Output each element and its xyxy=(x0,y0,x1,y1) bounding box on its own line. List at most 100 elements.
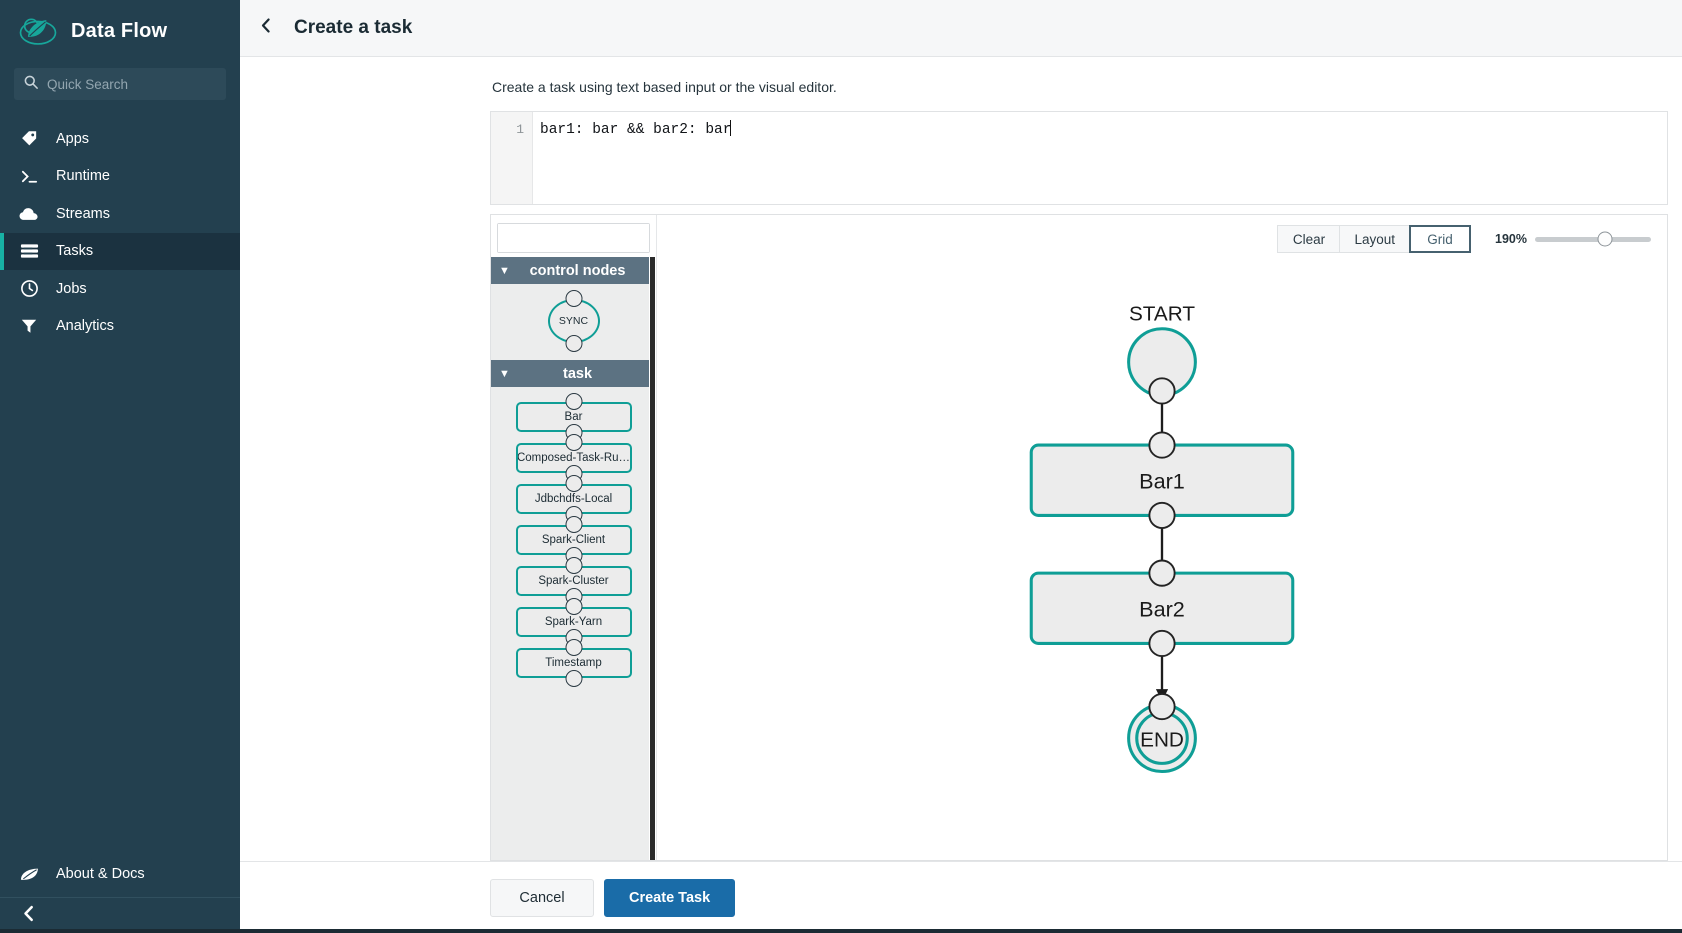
page-intro-text: Create a task using text based input or … xyxy=(492,79,837,95)
text-caret xyxy=(730,120,732,136)
palette-scrollbar[interactable] xyxy=(649,257,656,860)
search-input[interactable] xyxy=(47,76,216,92)
palette-group-body-control-nodes: SYNC xyxy=(491,284,656,360)
palette-group-header-control-nodes[interactable]: ▼ control nodes xyxy=(491,257,656,284)
zoom-slider-thumb[interactable] xyxy=(1597,231,1613,247)
spring-leaf-cloud-icon xyxy=(18,14,58,48)
main-area: Create a task Create a task using text b… xyxy=(240,0,1682,933)
editor-gutter: 1 xyxy=(491,112,533,204)
palette-scrollbar-thumb[interactable] xyxy=(650,257,655,860)
sidebar-item-apps[interactable]: Apps xyxy=(0,120,240,158)
palette-group-label: task xyxy=(562,365,593,382)
editor-text-area[interactable]: bar1: bar && bar2: bar xyxy=(533,112,1667,204)
sidebar-item-runtime[interactable]: Runtime xyxy=(0,158,240,196)
palette-node-timestamp[interactable]: Timestamp xyxy=(515,639,632,687)
graph-node-bar2-label: Bar2 xyxy=(1139,596,1185,621)
sidebar-spacer xyxy=(0,345,240,851)
sidebar-item-jobs[interactable]: Jobs xyxy=(0,270,240,308)
node-port-top[interactable] xyxy=(565,516,582,533)
sidebar-item-analytics[interactable]: Analytics xyxy=(0,308,240,346)
triangle-down-icon: ▼ xyxy=(499,367,510,380)
flow-designer: ▼ control nodes SYNC ▼ ta xyxy=(490,214,1668,861)
sidebar-item-about-docs[interactable]: About & Docs xyxy=(0,851,240,897)
sidebar-item-tasks[interactable]: Tasks xyxy=(0,232,240,270)
graph-node-start-label: START xyxy=(1129,303,1195,326)
funnel-icon xyxy=(18,317,40,335)
palette-search-input[interactable] xyxy=(498,224,649,252)
task-graph[interactable]: START Bar1 xyxy=(657,215,1667,860)
palette-node-sync[interactable]: SYNC xyxy=(547,290,600,352)
node-port-top[interactable] xyxy=(565,393,582,410)
clear-button[interactable]: Clear xyxy=(1277,225,1340,253)
grid-toggle-button[interactable]: Grid xyxy=(1409,225,1472,253)
node-port-top[interactable] xyxy=(565,598,582,615)
node-port-bottom[interactable] xyxy=(565,335,582,352)
node-port-top[interactable] xyxy=(565,639,582,656)
quick-search-box[interactable] xyxy=(14,68,226,100)
graph-node-bar2[interactable]: Bar2 xyxy=(1029,559,1295,658)
chevron-left-icon xyxy=(22,905,35,927)
brand[interactable]: Data Flow xyxy=(0,0,240,62)
graph-node-end[interactable]: END xyxy=(1127,693,1197,774)
brand-title: Data Flow xyxy=(71,19,168,42)
sidebar-item-label: Runtime xyxy=(56,168,110,185)
zoom-control: 190% xyxy=(1495,231,1651,247)
graph-node-bar1-label: Bar1 xyxy=(1139,468,1185,493)
sidebar-nav: Apps Runtime Streams xyxy=(0,120,240,345)
palette-scroll-region[interactable]: ▼ control nodes SYNC ▼ ta xyxy=(491,257,656,860)
task-graph-svg: START Bar1 xyxy=(1029,303,1295,774)
sidebar-item-label: Analytics xyxy=(56,318,115,335)
palette-node-composed-task-runner[interactable]: Composed-Task-Ru… xyxy=(515,434,632,482)
task-definition-editor[interactable]: 1 bar1: bar && bar2: bar xyxy=(490,111,1668,205)
search-icon xyxy=(24,75,38,94)
palette-node-bar[interactable]: Bar xyxy=(515,393,632,441)
node-port-top[interactable] xyxy=(565,475,582,492)
editor-line-number: 1 xyxy=(516,122,524,137)
palette-search-box[interactable] xyxy=(497,223,650,253)
page-title: Create a task xyxy=(294,17,413,38)
triangle-down-icon: ▼ xyxy=(499,264,510,277)
node-palette: ▼ control nodes SYNC ▼ ta xyxy=(491,215,656,860)
sidebar-item-label: Apps xyxy=(56,130,90,147)
bottom-edge-bar xyxy=(0,929,1682,933)
clock-icon xyxy=(18,279,40,298)
palette-group-header-task[interactable]: ▼ task xyxy=(491,360,656,387)
node-port-top[interactable] xyxy=(565,290,582,307)
editor-code-text: bar1: bar && bar2: bar xyxy=(540,122,732,138)
palette-node-spark-cluster[interactable]: Spark-Cluster xyxy=(515,557,632,605)
flow-canvas[interactable]: Clear Layout Grid 190% xyxy=(656,215,1667,860)
form-footer: Cancel Create Task xyxy=(240,861,1682,933)
palette-node-spark-yarn[interactable]: Spark-Yarn xyxy=(515,598,632,646)
stack-icon xyxy=(18,243,40,259)
tag-icon xyxy=(18,129,40,148)
node-port-top[interactable] xyxy=(565,557,582,574)
palette-group-body-task: Bar Composed-Task-Ru… Jdbchdfs-Local xyxy=(491,387,656,695)
sidebar-item-label: Streams xyxy=(56,205,110,222)
sidebar-collapse-button[interactable] xyxy=(0,897,240,933)
sidebar-item-label: Jobs xyxy=(56,280,87,297)
canvas-toolbar: Clear Layout Grid 190% xyxy=(1277,225,1651,253)
node-port-bottom[interactable] xyxy=(565,670,582,687)
page-header: Create a task xyxy=(240,0,1682,57)
back-button[interactable] xyxy=(254,13,278,43)
graph-node-end-label: END xyxy=(1140,728,1184,751)
graph-node-bar1[interactable]: Bar1 xyxy=(1029,431,1295,529)
quick-search-wrap xyxy=(0,68,240,100)
palette-node-jdbchdfs-local[interactable]: Jdbchdfs-Local xyxy=(515,475,632,523)
cloud-icon xyxy=(18,204,40,224)
sidebar-item-label: Tasks xyxy=(56,243,94,260)
sidebar: Data Flow xyxy=(0,0,240,933)
terminal-icon xyxy=(18,167,40,186)
cancel-button[interactable]: Cancel xyxy=(490,878,594,917)
sidebar-item-streams[interactable]: Streams xyxy=(0,195,240,233)
create-task-button[interactable]: Create Task xyxy=(604,878,736,917)
zoom-slider[interactable] xyxy=(1535,231,1651,247)
about-docs-label: About & Docs xyxy=(56,866,145,882)
graph-node-start[interactable]: START xyxy=(1127,303,1197,405)
palette-node-spark-client[interactable]: Spark-Client xyxy=(515,516,632,564)
page-content: Create a task using text based input or … xyxy=(240,57,1682,861)
layout-button[interactable]: Layout xyxy=(1339,225,1410,253)
node-port-top[interactable] xyxy=(565,434,582,451)
palette-group-label: control nodes xyxy=(529,262,626,279)
